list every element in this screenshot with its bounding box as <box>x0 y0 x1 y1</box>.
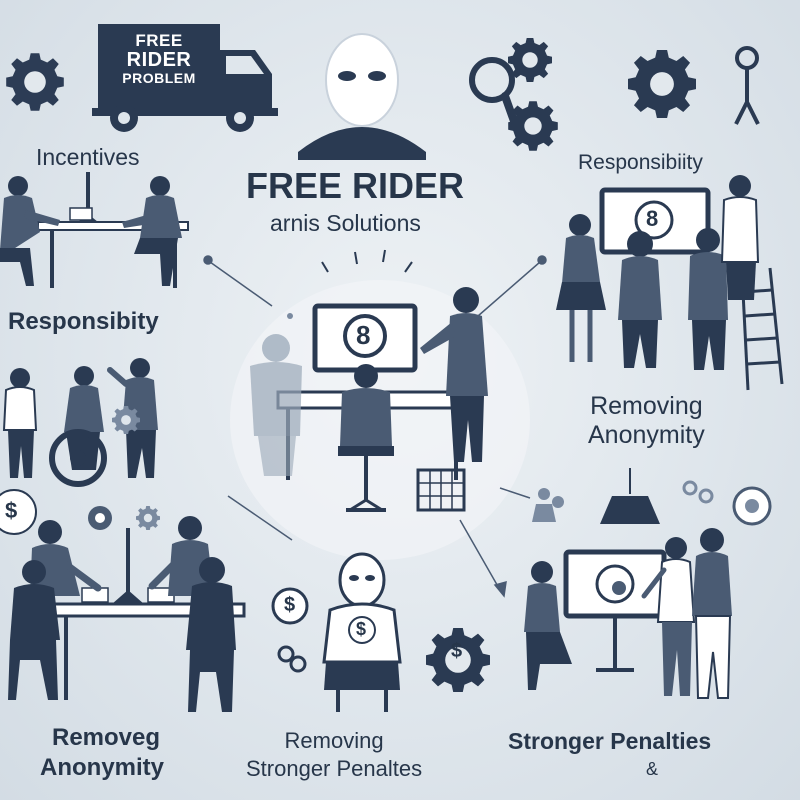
link-icon <box>682 480 714 504</box>
coin-symbol-bottom: $ <box>284 594 296 616</box>
label-responsibility-left: Responsibity <box>8 308 159 335</box>
label-removing-bottom-center-line-1: Removing <box>284 728 384 753</box>
label-removing-bottom-center: Removing Stronger Penaltes <box>246 730 422 780</box>
coin-symbol-person: $ <box>356 619 367 639</box>
coin-symbol-gear: $ <box>451 640 463 662</box>
monitor-symbol-right: 8 <box>646 206 659 231</box>
dollar-symbol-left: $ <box>5 498 18 523</box>
meeting-scene-bottom-left <box>8 516 246 712</box>
label-removing-anonymity-bottom-left-line-1: Removeg <box>52 724 161 751</box>
label-removing-anonymity-right-line-1: Removing <box>590 392 703 420</box>
monitor-symbol-center: 8 <box>356 320 371 350</box>
team-scene-left <box>2 358 158 487</box>
meeting-scene-left <box>0 172 189 288</box>
key-icon <box>734 46 760 125</box>
masked-person-icon <box>322 552 402 712</box>
target-icon <box>732 486 772 526</box>
label-incentives: Incentives <box>36 144 140 170</box>
page-title: FREE RIDER <box>246 165 465 206</box>
burst-lines <box>321 249 413 273</box>
truck-icon <box>92 24 278 132</box>
gear-icon <box>628 50 696 118</box>
connector-arrows <box>203 255 547 598</box>
label-removing-anonymity-bottom-left-line-2: Anonymity <box>40 754 165 781</box>
gear-icon <box>508 38 552 82</box>
presentation-scene-bottom-right <box>524 528 732 699</box>
label-removing-anonymity-bottom-left: Removeg Anonymity <box>40 726 164 780</box>
dollar-coin-icon <box>271 587 309 625</box>
gear-icon <box>508 101 558 151</box>
lamp-icon <box>600 468 660 524</box>
truck-label-line-2: RIDER <box>126 48 192 71</box>
page-subtitle: arnis Solutions <box>270 210 421 236</box>
presentation-scene-right <box>556 175 784 391</box>
dollar-coin-icon <box>0 489 37 535</box>
label-removing-anonymity-right: Removing Anonymity <box>588 394 705 448</box>
target-icon <box>88 506 112 530</box>
truck-label-line-1: FREE <box>135 31 183 50</box>
label-stronger-penalties-right: Stronger Penalties <box>508 728 712 754</box>
truck-label-line-3: PROBLEM <box>122 69 196 86</box>
gear-icon <box>136 506 160 530</box>
gear-icon <box>426 628 490 692</box>
label-removing-bottom-center-line-2: Stronger Penaltes <box>246 756 423 781</box>
gear-icon <box>6 53 64 111</box>
label-removing-anonymity-right-line-2: Anonymity <box>588 421 705 449</box>
center-scene <box>250 287 488 512</box>
link-icon <box>277 645 307 673</box>
label-responsibility-top: Responsibiity <box>578 151 703 174</box>
people-icon <box>532 488 564 522</box>
masked-person-icon <box>298 33 426 160</box>
ampersand-symbol: & <box>646 759 659 779</box>
truck-label: FREE RIDER PROBLEM <box>100 32 218 86</box>
